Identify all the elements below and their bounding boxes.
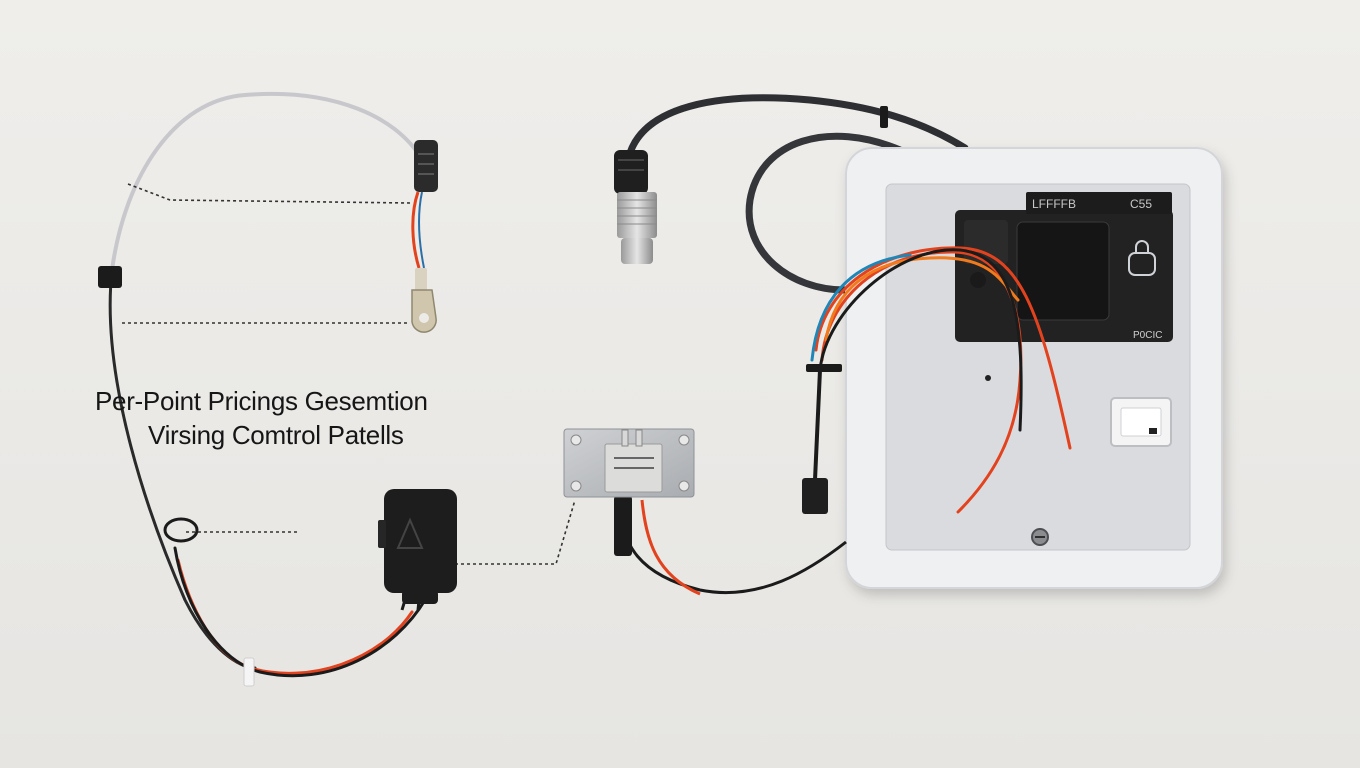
probe-tip [621,238,653,264]
caption-subtitle: Virsing Comtrol Patells [148,420,404,450]
crimp [415,268,427,292]
connector-boot [414,140,438,192]
lock-icon [1128,252,1156,276]
display-module [955,192,1173,342]
leader-lines [122,183,576,565]
cable-clip [98,266,122,288]
probe-thread [617,192,657,238]
panel-label: P0CIC [1133,330,1162,341]
black-box-module [378,489,457,611]
relay-module [563,428,847,596]
wire-connector [802,478,828,514]
display-label-left: LFFFFB [1032,197,1076,211]
grey-loop-cable [745,132,904,294]
zip-tie [243,657,255,687]
caption-title: Per-Point Pricings Gesemtion [95,386,428,416]
enclosure-wires [802,246,1072,514]
ring-terminal [411,289,437,333]
indicator-dot [985,375,991,381]
sensor-probe [614,94,969,264]
display-label-right: C55 [1130,197,1152,211]
left-cable [98,91,427,687]
cable-tie [163,517,199,543]
wire-clip [806,364,842,372]
probe-boot [614,150,648,194]
ring-terminal-lead [411,140,438,333]
